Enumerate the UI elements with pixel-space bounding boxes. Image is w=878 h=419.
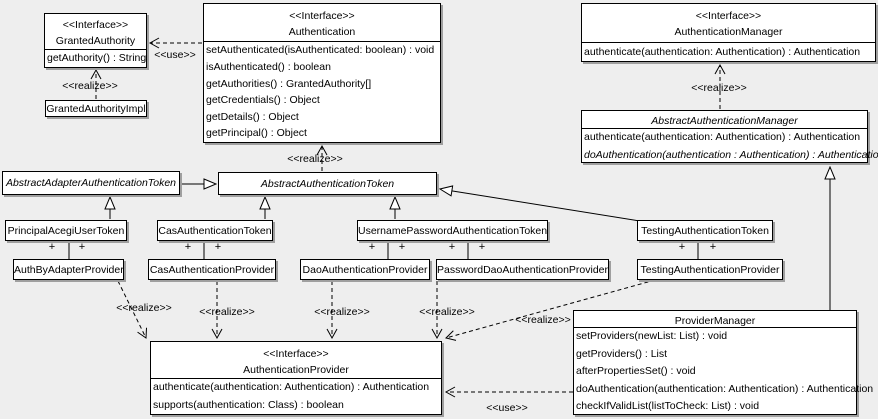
method-label: setAuthenticated(isAuthenticated: boolea… bbox=[206, 44, 435, 57]
class-testing-authentication-token[interactable]: TestingAuthenticationToken bbox=[637, 220, 773, 241]
class-username-password-authentication-token[interactable]: UsernamePasswordAuthenticationToken bbox=[357, 220, 548, 241]
class-authentication-manager[interactable]: <<Interface>> AuthenticationManager auth… bbox=[581, 3, 876, 62]
assoc-end-label: + bbox=[184, 241, 192, 253]
method-label: setProviders(newList: List) : void bbox=[576, 330, 728, 342]
class-granted-authority[interactable]: <<Interface>> GrantedAuthority getAuthor… bbox=[44, 13, 147, 68]
class-principal-acegi-user-token[interactable]: PrincipalAcegiUserToken bbox=[5, 220, 127, 241]
assoc-end-label: + bbox=[709, 241, 717, 253]
stereotype-label: <<Interface>> bbox=[62, 19, 129, 31]
class-abstract-authentication-manager[interactable]: AbstractAuthenticationManager authentica… bbox=[581, 110, 878, 163]
assoc-end-label: + bbox=[48, 241, 56, 253]
stereotype-label: <<Interface>> bbox=[695, 10, 762, 22]
class-cas-authentication-token[interactable]: CasAuthenticationToken bbox=[157, 220, 273, 241]
method-label: supports(authentication: Class) : boolea… bbox=[153, 398, 344, 411]
class-name: AbstractAuthenticationToken bbox=[260, 177, 395, 190]
class-name: Authentication bbox=[288, 26, 356, 38]
class-name: TestingAuthenticationProvider bbox=[640, 263, 780, 276]
realize-label: <<realize>> bbox=[116, 302, 172, 314]
method-label: authenticate(authentication: Authenticat… bbox=[584, 46, 861, 58]
assoc-end-label: + bbox=[78, 241, 86, 253]
realize-label: <<realize>> bbox=[314, 306, 370, 318]
method-label: checkIfValidList(listToCheck: List) : vo… bbox=[576, 400, 760, 413]
assoc-end-label: + bbox=[678, 241, 686, 253]
assoc-end-label: + bbox=[214, 241, 222, 253]
class-name: AuthByAdapterProvider bbox=[14, 263, 124, 276]
method-label: getAuthorities() : GrantedAuthority[] bbox=[206, 77, 372, 90]
class-name: UsernamePasswordAuthenticationToken bbox=[358, 224, 548, 237]
class-authentication-provider[interactable]: <<Interface>> AuthenticationProvider aut… bbox=[150, 341, 442, 415]
class-cas-authentication-provider[interactable]: CasAuthenticationProvider bbox=[148, 259, 276, 280]
assoc-end-label: + bbox=[448, 241, 456, 253]
method-label: getDetails() : Object bbox=[206, 110, 299, 123]
class-authentication[interactable]: <<Interface>> Authentication setAuthenti… bbox=[203, 3, 441, 143]
method-label: getProviders() : List bbox=[576, 347, 668, 360]
method-label: authenticate(authentication: Authenticat… bbox=[584, 131, 861, 143]
class-name: CasAuthenticationProvider bbox=[149, 263, 275, 276]
realize-label: <<realize>> bbox=[62, 80, 118, 92]
use-label: <<use>> bbox=[154, 49, 196, 61]
class-name: ProviderManager bbox=[674, 315, 756, 327]
use-label: <<use>> bbox=[486, 402, 528, 414]
realize-label: <<realize>> bbox=[287, 153, 343, 165]
assoc-end-label: + bbox=[368, 241, 376, 253]
stereotype-label: <<Interface>> bbox=[289, 10, 355, 22]
class-password-dao-authentication-provider[interactable]: PasswordDaoAuthenticationProvider bbox=[436, 259, 609, 280]
method-label: getCredentials() : Object bbox=[206, 94, 320, 107]
class-name: AbstractAuthenticationManager bbox=[651, 115, 798, 127]
class-name: CasAuthenticationToken bbox=[158, 224, 272, 237]
method-label: getPrincipal() : Object bbox=[206, 127, 307, 140]
class-name: DaoAuthenticationProvider bbox=[302, 263, 428, 276]
class-provider-manager[interactable]: ProviderManager setProviders(newList: Li… bbox=[573, 310, 874, 415]
realize-label: <<realize>> bbox=[515, 314, 571, 326]
class-auth-by-adapter-provider[interactable]: AuthByAdapterProvider bbox=[13, 259, 124, 280]
realize-label: <<realize>> bbox=[199, 306, 255, 318]
class-name: AuthenticationManager bbox=[674, 26, 783, 38]
assoc-end-label: + bbox=[478, 241, 486, 253]
class-name: AuthenticationProvider bbox=[243, 364, 349, 376]
class-name: PrincipalAcegiUserToken bbox=[7, 224, 125, 237]
class-name: AbstractAdapterAuthenticationToken bbox=[5, 177, 177, 189]
class-granted-authority-impl[interactable]: GrantedAuthorityImpl bbox=[45, 100, 147, 117]
method-label: doAuthentication(authentication : Authen… bbox=[584, 148, 878, 161]
method-label: afterPropertiesSet() : void bbox=[576, 365, 696, 378]
realize-label: <<realize>> bbox=[691, 82, 747, 94]
class-dao-authentication-provider[interactable]: DaoAuthenticationProvider bbox=[300, 259, 430, 280]
class-name: GrantedAuthority bbox=[55, 35, 136, 47]
method-label: isAuthenticated() : boolean bbox=[206, 61, 331, 74]
realize-label: <<realize>> bbox=[419, 306, 475, 318]
method-label: doAuthentication(authentication: Authent… bbox=[576, 382, 874, 395]
generalize-edge-testingauthenticationtoken bbox=[440, 189, 641, 222]
class-testing-authentication-provider[interactable]: TestingAuthenticationProvider bbox=[637, 259, 783, 280]
method-label: getAuthority() : String bbox=[47, 52, 147, 64]
method-label: authenticate(authentication: Authenticat… bbox=[153, 381, 430, 393]
assoc-end-label: + bbox=[398, 241, 406, 253]
class-abstract-authentication-token[interactable]: AbstractAuthenticationToken bbox=[218, 172, 437, 195]
class-name: GrantedAuthorityImpl bbox=[46, 102, 146, 115]
class-name: TestingAuthenticationToken bbox=[641, 224, 769, 237]
class-abstract-adapter-authentication-token[interactable]: AbstractAdapterAuthenticationToken bbox=[2, 171, 180, 195]
stereotype-label: <<Interface>> bbox=[263, 348, 329, 360]
realize-edge-testingauthenticationprovider bbox=[445, 279, 656, 341]
class-name: PasswordDaoAuthenticationProvider bbox=[437, 263, 609, 276]
realize-edge-authbyadapterprovider bbox=[117, 280, 148, 339]
